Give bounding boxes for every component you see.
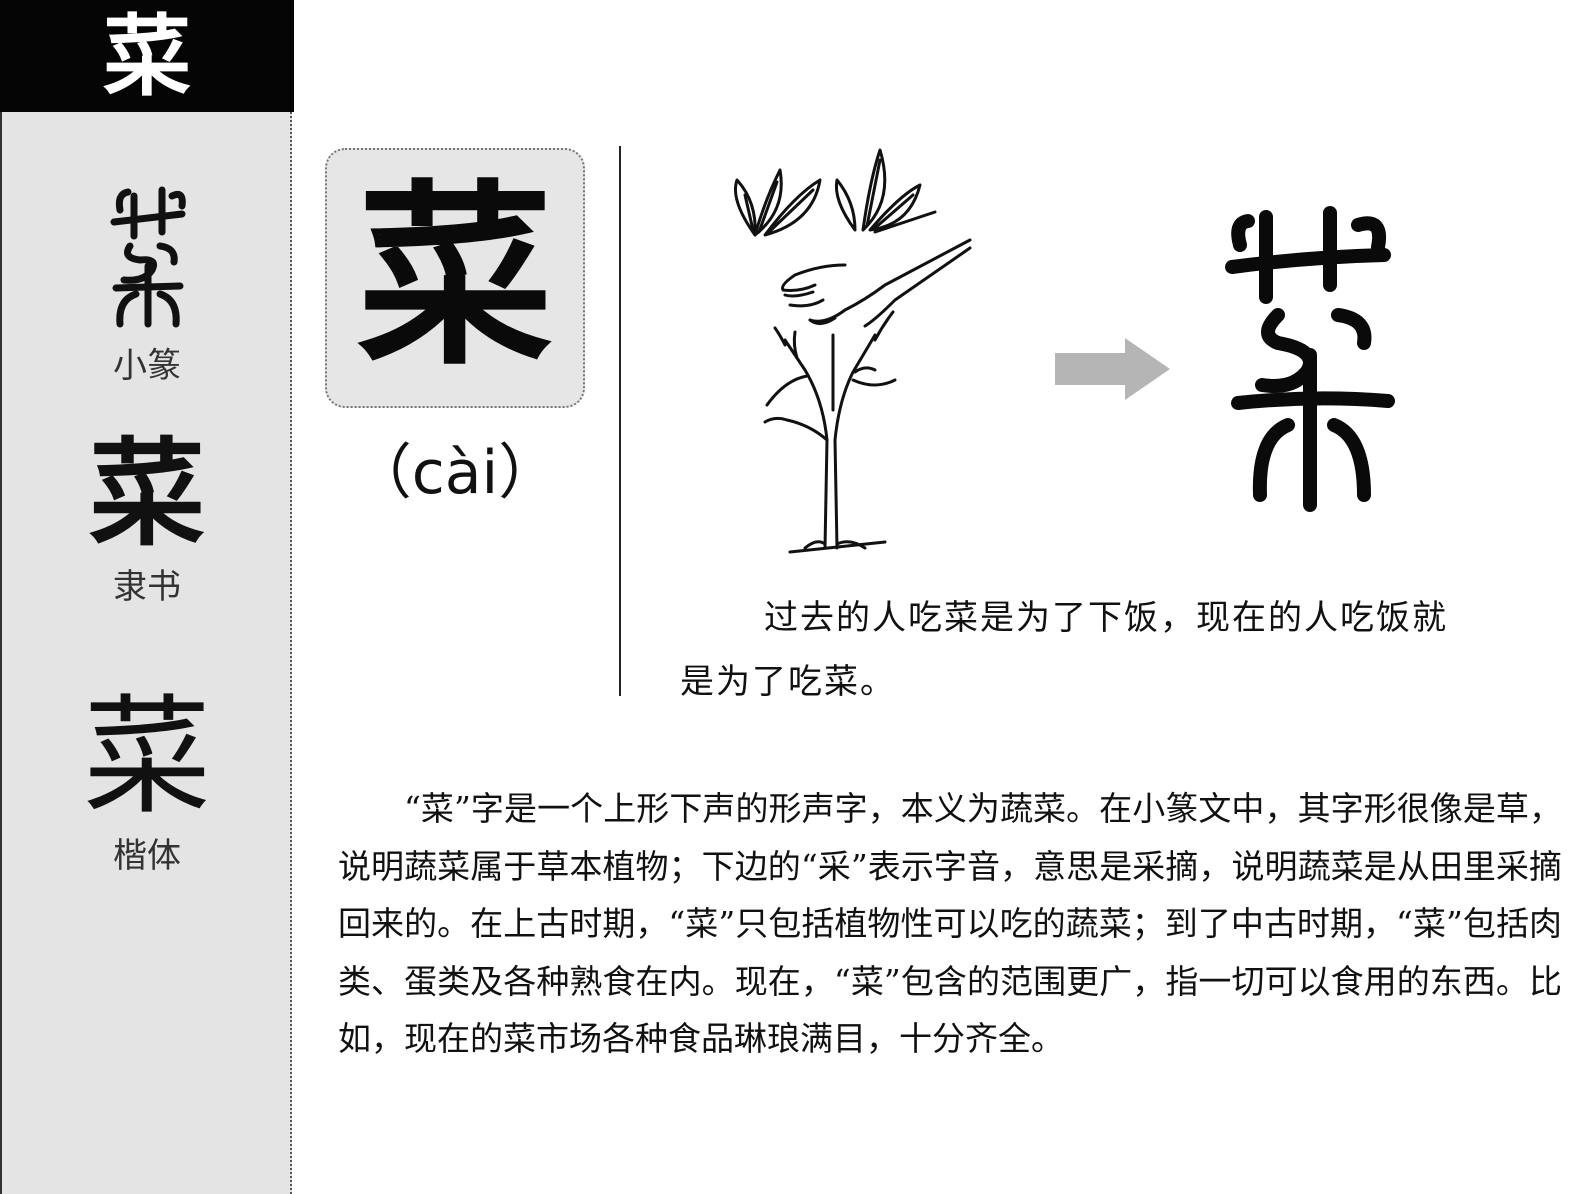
sidebar-title: 菜 <box>0 0 294 112</box>
script-label: 小篆 <box>113 346 181 386</box>
seal-script-icon <box>110 186 186 328</box>
script-item-regular: 菜 楷体 <box>2 694 292 877</box>
sidebar: 菜 小篆 菜 隶书 <box>0 0 294 1194</box>
quote-paragraph: 过去的人吃菜是为了下饭，现在的人吃饭就是为了吃菜。 <box>680 598 1448 702</box>
seal-script-character-icon <box>1225 206 1395 512</box>
quote-text: 过去的人吃菜是为了下饭，现在的人吃饭就是为了吃菜。 <box>680 586 1480 714</box>
character-card: 菜 <box>325 148 585 408</box>
hand-picking-leaves-icon <box>734 148 972 554</box>
clerical-glyph: 菜 <box>89 427 205 562</box>
description-paragraph: “菜”字是一个上形下声的形声字，本义为蔬菜。在小篆文中，其字形很像是草，说明蔬菜… <box>338 789 1562 1058</box>
script-list: 小篆 菜 隶书 菜 楷体 <box>0 112 292 1194</box>
pinyin: （cài） <box>351 438 559 508</box>
script-item-clerical: 菜 隶书 <box>2 437 292 608</box>
description: “菜”字是一个上形下声的形声字，本义为蔬菜。在小篆文中，其字形很像是草，说明蔬菜… <box>338 780 1562 1068</box>
script-label: 隶书 <box>113 567 181 607</box>
regular-glyph: 菜 <box>82 683 211 832</box>
divider <box>619 146 621 696</box>
script-item-seal: 小篆 <box>2 182 292 387</box>
main-character: 菜 <box>356 164 553 392</box>
arrow-right-icon <box>1055 338 1170 400</box>
script-label: 楷体 <box>113 836 181 876</box>
